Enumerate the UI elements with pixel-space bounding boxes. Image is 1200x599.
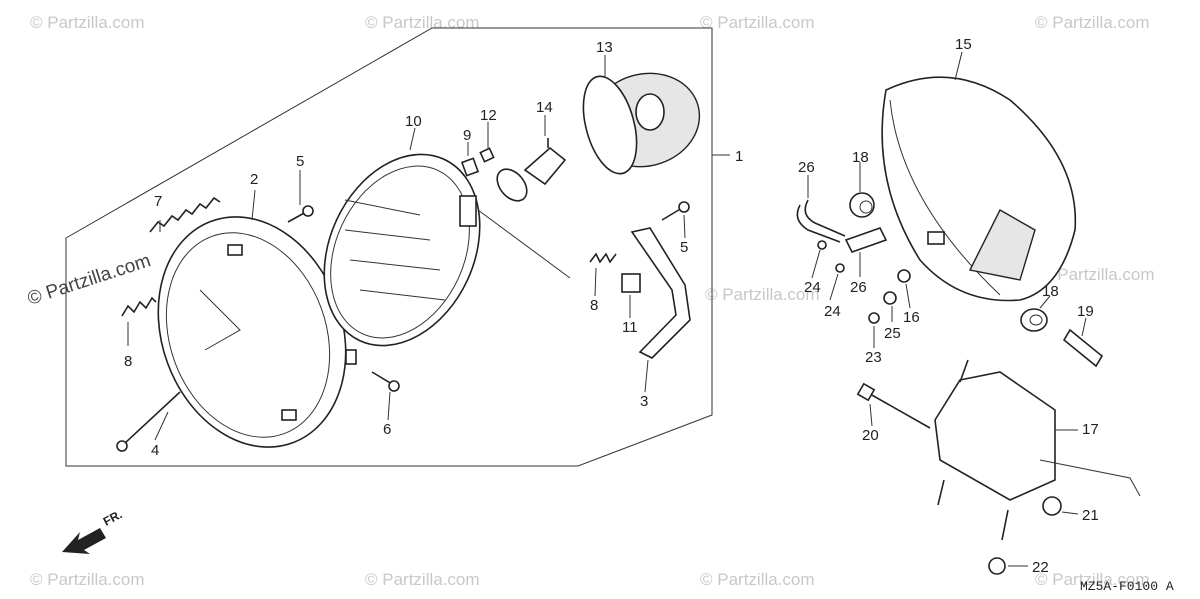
arrow-icon [62, 528, 106, 554]
callout-label: 18 [1042, 283, 1059, 300]
collar-part-19 [1062, 328, 1104, 368]
stay-bracket-part-3 [630, 227, 691, 359]
long-screw-part-4 [116, 391, 181, 452]
screw-part-5 [661, 201, 690, 221]
front-direction-arrow: FR. [62, 507, 124, 554]
callout-label: 16 [903, 309, 920, 326]
callout-label: 4 [151, 442, 159, 459]
leader-lines [127, 51, 1087, 567]
callout-label: 18 [852, 149, 869, 166]
watermark-tile: © Partzilla.com [30, 13, 145, 32]
callout-label: 12 [480, 107, 497, 124]
watermark-tile: © Partzilla.com [700, 570, 815, 589]
callout-label: 26 [850, 279, 867, 296]
headlight-bracket-part-17 [934, 359, 1141, 541]
callout-label: 22 [1032, 559, 1049, 576]
screw-part-5 [287, 205, 314, 223]
nut-part-16 [897, 269, 911, 283]
callout-label: 19 [1077, 303, 1094, 320]
bolt-part-20 [856, 382, 931, 429]
callout-label: 6 [383, 421, 391, 438]
spring-part-8 [589, 252, 617, 264]
watermark-tile: © Partzilla.com [365, 570, 480, 589]
callout-label: 10 [405, 113, 422, 130]
callout-label: 26 [798, 159, 815, 176]
screw-part-24 [817, 240, 827, 250]
grommet-part-18 [849, 192, 875, 218]
callout-label: 1 [735, 148, 743, 165]
watermark-layer: © Partzilla.com © Partzilla.com © Partzi… [25, 13, 1155, 589]
callout-label: 14 [536, 99, 553, 116]
callout-label: 13 [596, 39, 613, 56]
callout-label: 8 [590, 297, 598, 314]
callout-label: 25 [884, 325, 901, 342]
clip-nut-part-11 [621, 273, 641, 293]
callout-label: 7 [154, 193, 162, 210]
spring-part-8 [121, 296, 157, 317]
screw-part-6 [371, 371, 400, 392]
watermark-tile: © Partzilla.com [365, 13, 480, 32]
watermark-tile: © Partzilla.com [705, 285, 820, 304]
bulb-part-14 [496, 138, 567, 202]
cap-part-12 [479, 147, 495, 163]
watermark-tile: © Partzilla.com [1040, 265, 1155, 284]
nut-part-22 [988, 557, 1006, 575]
washer-part-25 [883, 291, 897, 305]
callout-label: 24 [804, 279, 821, 296]
screw-part-24 [835, 263, 845, 273]
callout-label: 3 [640, 393, 648, 410]
clamp-part-26 [796, 199, 846, 243]
watermark-tile: © Partzilla.com [1035, 13, 1150, 32]
watermark-tile: © Partzilla.com [1035, 570, 1150, 589]
callout-label: 2 [250, 171, 258, 188]
callout-labels: 1 2 3 4 5 5 6 7 8 8 9 10 11 12 13 14 15 … [124, 36, 1099, 576]
callout-label: 21 [1082, 507, 1099, 524]
clamp-part-26 [844, 227, 888, 253]
callout-label: 23 [865, 349, 882, 366]
assembly-outline [65, 27, 713, 467]
grommet-part-18 [1020, 308, 1048, 332]
callout-label: 15 [955, 36, 972, 53]
callout-label: 5 [680, 239, 688, 256]
callout-label: 11 [622, 319, 638, 336]
watermark-tile: © Partzilla.com [30, 570, 145, 589]
callout-label: 9 [463, 127, 471, 144]
direction-label: FR. [101, 507, 125, 528]
callout-label: 5 [296, 153, 304, 170]
drawing-code: MZ5A-F0100 A [1080, 579, 1174, 594]
callout-label: 17 [1082, 421, 1099, 438]
callout-label: 8 [124, 353, 132, 370]
watermark-brand: © Partzilla.com [25, 250, 153, 310]
dust-cover-part-13 [582, 72, 701, 175]
socket-part-9 [460, 157, 480, 177]
nut-part-21 [1042, 496, 1062, 516]
headlight-case-part-15 [881, 76, 1077, 302]
watermark-tile: © Partzilla.com [700, 13, 815, 32]
headlight-lens-part-10 [323, 153, 571, 347]
callout-label: 24 [824, 303, 841, 320]
spring-part-7 [149, 196, 221, 233]
callout-label: 20 [862, 427, 879, 444]
screw-part-23 [868, 312, 880, 324]
